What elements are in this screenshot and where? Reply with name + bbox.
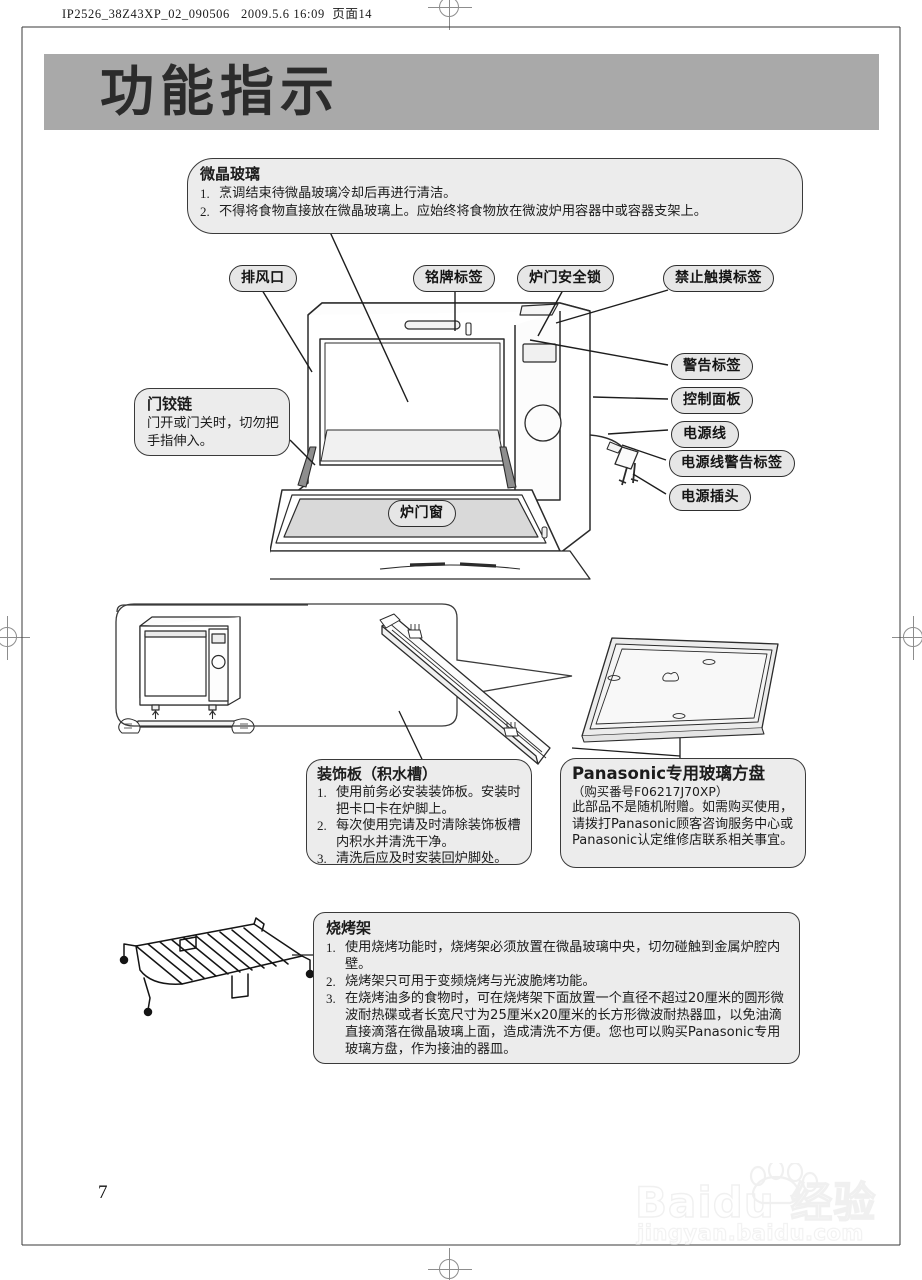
page-title: 功能指示 <box>100 60 340 123</box>
label-control-panel: 控制面板 <box>671 387 753 414</box>
label-power-cord-warning: 电源线警告标签 <box>669 450 795 477</box>
list-item-text: 在烧烤油多的食物时，可在烧烤架下面放置一个直径不超过20厘米的圆形微波耐热碟或者… <box>345 991 784 1057</box>
list-item-text: 使用前务必安装装饰板。安装时把卡口卡在炉脚上。 <box>336 785 521 817</box>
list-item: 3. 在烧烤油多的食物时，可在烧烤架下面放置一个直径不超过20厘米的圆形微波耐热… <box>326 990 787 1058</box>
page-title-band <box>44 54 879 130</box>
callout-trim-panel: 装饰板（积水槽） 1. 使用前务必安装装饰板。安装时把卡口卡在炉脚上。 2. 每… <box>306 759 532 868</box>
list-item-number: 3. <box>317 851 327 866</box>
list-item-text: 烹调结束待微晶玻璃冷却后再进行清洁。 <box>219 186 457 201</box>
callout-ceramic-glass-title: 微晶玻璃 <box>200 165 261 183</box>
print-header: IP2526_38Z43XP_02_090506 2009.5.6 16:09 … <box>62 7 373 21</box>
list-item-text: 烧烤架只可用于变频烧烤与光波脆烤功能。 <box>345 974 596 989</box>
trim-panel-illustration <box>379 613 551 765</box>
list-item: 1. 使用前务必安装装饰板。安装时把卡口卡在炉脚上。 <box>317 785 523 818</box>
label-door-safety-lock: 炉门安全锁 <box>517 265 614 292</box>
list-item: 3. 清洗后应及时安装回炉脚处。 <box>317 851 523 868</box>
callout-door-hinge: 门铰链 门开或门关时，切勿把手指伸入。 <box>134 388 290 456</box>
grill-rack-illustration <box>119 917 315 1017</box>
watermark-main: Baidu 经验 <box>634 1177 877 1227</box>
label-power-cord: 电源线 <box>671 421 739 448</box>
watermark-sub: jingyan.baidu.com <box>636 1220 864 1245</box>
registration-mark-left <box>0 616 30 660</box>
label-no-touch: 禁止触摸标签 <box>663 265 774 292</box>
callout-door-hinge-body: 门开或门关时，切勿把手指伸入。 <box>147 416 279 449</box>
callout-glass-tray: Panasonic专用玻璃方盘 （购买番号F06217J70XP） 此部品不是随… <box>560 758 806 868</box>
list-item-text: 清洗后应及时安装回炉脚处。 <box>336 851 508 866</box>
oven-front-view-illustration <box>116 604 308 734</box>
list-item-text: 使用烧烤功能时，烧烤架必须放置在微晶玻璃中央，切勿碰触到金属炉腔内壁。 <box>345 940 781 972</box>
glass-tray-illustration <box>581 637 779 743</box>
callout-grill-rack: 烧烤架 1. 使用烧烤功能时，烧烤架必须放置在微晶玻璃中央，切勿碰触到金属炉腔内… <box>313 912 800 1064</box>
list-item-text: 每次使用完请及时清除装饰板槽内积水并清洗干净。 <box>336 818 521 850</box>
callout-glass-tray-title: Panasonic专用玻璃方盘 <box>572 764 766 783</box>
list-item: 1. 烹调结束待微晶玻璃冷却后再进行清洁。 <box>200 185 792 203</box>
label-power-plug: 电源插头 <box>669 484 751 511</box>
registration-mark-right <box>892 616 922 660</box>
list-item: 2. 不得将食物直接放在微晶玻璃上。应始终将食物放在微波炉用容器中或容器支架上。 <box>200 203 792 221</box>
callout-grill-rack-title: 烧烤架 <box>326 919 372 937</box>
list-item-number: 3. <box>326 991 336 1006</box>
label-door-window: 炉门窗 <box>388 500 456 527</box>
label-exhaust-vent: 排风口 <box>229 265 297 292</box>
list-item-text: 不得将食物直接放在微晶玻璃上。应始终将食物放在微波炉用容器中或容器支架上。 <box>219 203 707 219</box>
list-item-number: 2. <box>317 818 327 833</box>
callout-glass-tray-subtitle: （购买番号F06217J70XP） <box>572 784 729 799</box>
callout-door-hinge-title: 门铰链 <box>147 395 193 413</box>
baidu-jingyan-watermark: Baidu 经验 jingyan.baidu.com <box>634 1163 910 1255</box>
label-warning: 警告标签 <box>671 353 753 380</box>
list-item-number: 2. <box>326 974 336 989</box>
callout-glass-tray-body: 此部品不是随机附赠。如需购买使用，请拨打Panasonic顾客咨询服务中心或Pa… <box>572 800 794 848</box>
list-item: 1. 使用烧烤功能时，烧烤架必须放置在微晶玻璃中央，切勿碰触到金属炉腔内壁。 <box>326 939 787 973</box>
oven-open-door-illustration <box>270 302 639 580</box>
page-number: 7 <box>98 1182 108 1203</box>
label-nameplate: 铭牌标签 <box>413 265 495 292</box>
list-item-number: 1. <box>317 785 327 800</box>
callout-ceramic-glass: 微晶玻璃 1. 烹调结束待微晶玻璃冷却后再进行清洁。 2. 不得将食物直接放在微… <box>187 158 803 234</box>
callout-trim-panel-title: 装饰板（积水槽） <box>317 765 438 783</box>
registration-mark-bottom <box>428 1248 472 1280</box>
registration-mark-top <box>428 0 472 30</box>
paw-icon <box>749 1163 819 1205</box>
list-item-number: 1. <box>326 940 336 955</box>
list-item-number: 2. <box>200 203 210 219</box>
trim-panel-group-frame <box>115 603 573 727</box>
list-item: 2. 烧烤架只可用于变频烧烤与光波脆烤功能。 <box>326 973 787 990</box>
list-item: 2. 每次使用完请及时清除装饰板槽内积水并清洗干净。 <box>317 818 523 851</box>
list-item-number: 1. <box>200 186 210 201</box>
